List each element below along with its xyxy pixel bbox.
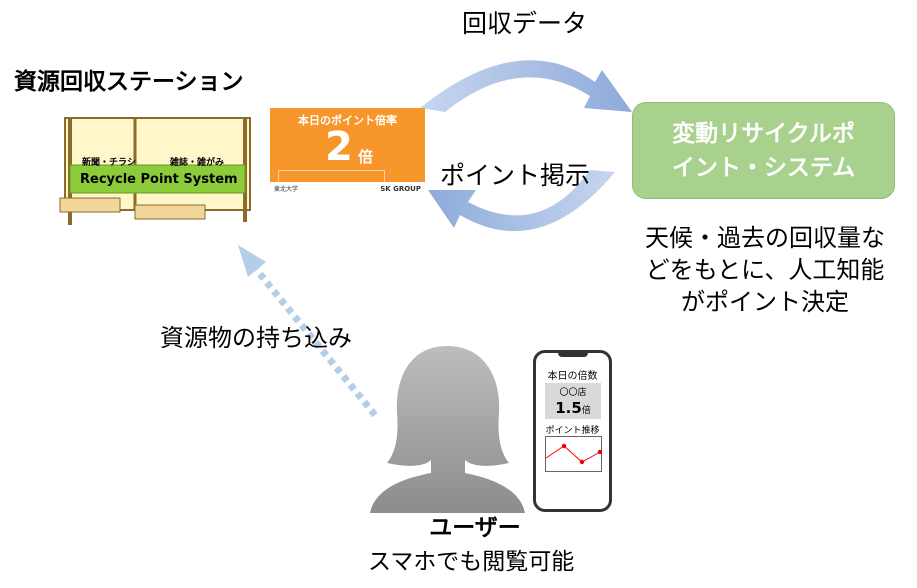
user-label: ユーザー	[429, 515, 521, 541]
phone-unit: 倍	[581, 406, 591, 416]
sign-footer: 東北大学 SK GROUP	[270, 182, 425, 195]
trend-point	[597, 449, 602, 455]
user-silhouette-icon	[370, 346, 525, 513]
bin-label-right: 雑誌・雑がみ	[170, 158, 225, 168]
trend-point	[579, 459, 585, 465]
phone-store: 〇〇店	[559, 388, 587, 398]
sign-value: 2	[325, 124, 353, 170]
phone-trend-chart	[545, 436, 602, 472]
point-display-label: ポイント掲示	[440, 161, 591, 190]
description-line: がポイント決定	[681, 288, 849, 316]
collection-data-label: 回収データ	[462, 9, 588, 38]
variable-recycle-point-system-box: 変動リサイクルポ イント・システム	[632, 102, 895, 199]
bring-in-label: 資源物の持ち込み	[160, 324, 352, 352]
user-description: スマホでも閲覧可能	[368, 549, 575, 575]
sign-unit: 倍	[358, 148, 374, 166]
smartphone: 本日の倍数 〇〇店 1.5倍 ポイント推移	[533, 350, 612, 512]
description-line: 天候・過去の回収量な	[645, 224, 885, 252]
sign-footer-right: SK GROUP	[380, 184, 421, 193]
top-arrow	[420, 60, 632, 112]
dotted-arrow-line	[252, 265, 378, 418]
station-title: 資源回収ステーション	[14, 69, 244, 95]
phone-notch	[558, 352, 588, 357]
phone-value: 1.5	[555, 399, 582, 417]
system-description: 天候・過去の回収量な どをもとに、人工知能 がポイント決定	[620, 222, 910, 318]
trend-line	[545, 445, 601, 463]
recycle-station-illustration	[59, 117, 251, 225]
phone-chart-title: ポイント推移	[545, 426, 600, 436]
dotted-arrow-head	[238, 245, 266, 277]
phone-rate-box: 〇〇店 1.5倍	[545, 383, 601, 419]
description-line: どをもとに、人工知能	[645, 256, 885, 284]
bin-label-left: 新聞・チラシ	[82, 158, 136, 168]
system-line1: 変動リサイクルポ	[672, 120, 855, 147]
bottom-arrow	[428, 170, 615, 232]
sign-footer-left: 東北大学	[274, 186, 299, 193]
trend-point	[561, 443, 567, 449]
phone-title: 本日の倍数	[547, 371, 598, 382]
point-rate-sign: 本日のポイント倍率 2 倍 東北大学 SK GROUP	[270, 108, 425, 195]
station-banner: Recycle Point System	[80, 172, 238, 187]
system-line2: イント・システム	[671, 154, 856, 181]
sign-heading: 本日のポイント倍率	[298, 114, 397, 127]
